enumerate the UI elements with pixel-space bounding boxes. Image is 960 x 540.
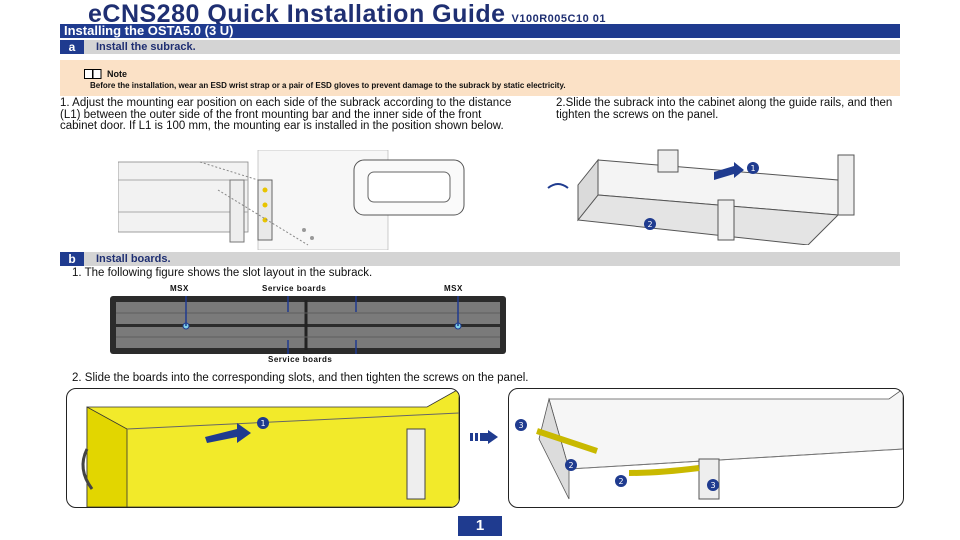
board-callout-3b: 3: [710, 481, 715, 490]
subrack-cabinet-figure: 1 2: [538, 140, 878, 246]
section-b-letter: b: [60, 252, 84, 266]
section-a-letter: a: [60, 40, 84, 54]
section-b-header: b Install boards.: [60, 252, 900, 266]
esd-note: Note Before the installation, wear an ES…: [60, 60, 900, 96]
section-a-header: a Install the subrack.: [60, 40, 900, 54]
mounting-ear-figure: [117, 149, 478, 251]
section-banner: Installing the OSTA5.0 (3 U): [60, 24, 900, 38]
board-insert-frame-left: 1: [66, 388, 460, 508]
title-text: eCNS280 Quick Installation Guide: [88, 0, 506, 28]
step-a1-text: 1. Adjust the mounting ear position on e…: [60, 97, 512, 132]
msx-right-label: MSX: [444, 284, 463, 293]
banner-text: Installing the OSTA5.0 (3 U): [64, 23, 234, 38]
step-b1-text: 1. The following figure shows the slot l…: [72, 267, 373, 279]
board-callout-3a: 3: [518, 421, 523, 430]
board-callout-2b: 2: [618, 477, 623, 486]
service-boards-top-label: Service boards: [262, 284, 327, 293]
version-label: V100R005C10 01: [511, 13, 606, 25]
note-label: Note: [107, 69, 127, 79]
figure-callout-1: 1: [750, 164, 755, 173]
step-b2-text: 2. Slide the boards into the correspondi…: [72, 372, 529, 384]
figure-callout-2: 2: [647, 220, 652, 229]
book-icon: [84, 69, 102, 79]
subrack-slot-figure: [110, 296, 506, 354]
step-a2-text: 2.Slide the subrack into the cabinet alo…: [556, 97, 893, 121]
note-heading: Note: [84, 69, 127, 79]
note-text: Before the installation, wear an ESD wri…: [90, 81, 566, 90]
service-boards-bottom-label: Service boards: [268, 355, 333, 364]
board-callout-1: 1: [260, 419, 265, 428]
msx-left-label: MSX: [170, 284, 189, 293]
page-number: 1: [458, 516, 502, 536]
page-title: eCNS280 Quick Installation Guide V100R005…: [88, 0, 606, 33]
board-screw-frame-right: 3 2 2 3: [508, 388, 904, 508]
next-step-arrow-icon: [470, 430, 498, 444]
section-a-title: Install the subrack.: [96, 41, 196, 53]
board-callout-2a: 2: [568, 461, 573, 470]
section-b-title: Install boards.: [96, 253, 171, 265]
